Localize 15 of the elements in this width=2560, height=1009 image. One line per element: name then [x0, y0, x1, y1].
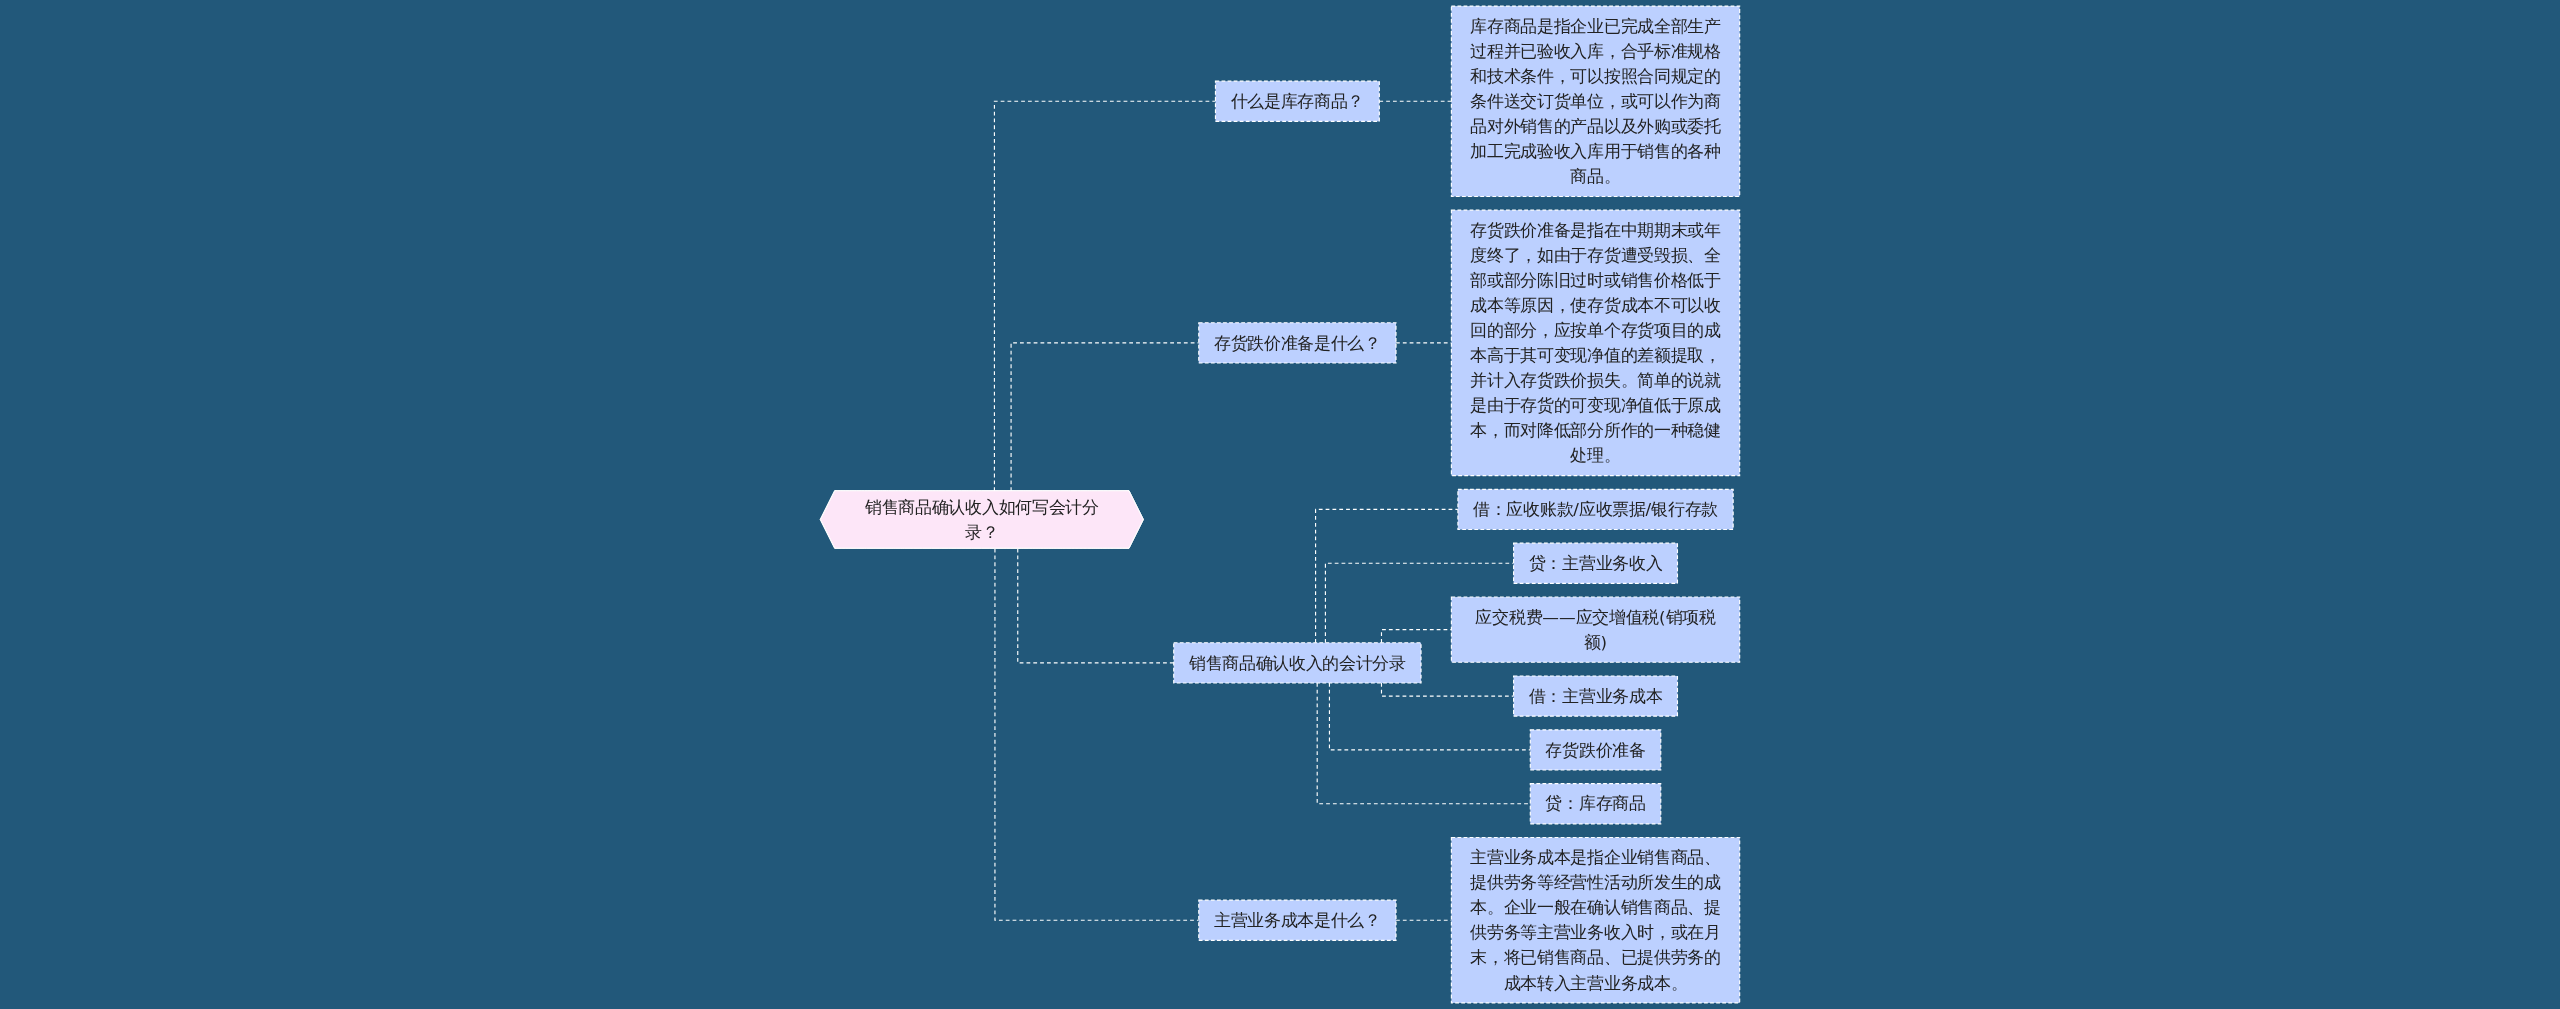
node-box: 存货跌价准备 [1529, 729, 1662, 771]
node-box: 销售商品确认收入的会计分录 [1173, 642, 1422, 684]
node-box: 主营业务成本是什么？ [1198, 899, 1397, 941]
connector [993, 100, 1216, 492]
node-box: 什么是库存商品？ [1214, 80, 1380, 122]
node-box: 应交税费——应交增值税(销项税额) [1450, 596, 1741, 663]
node-box: 主营业务成本是指企业销售商品、提供劳务等经营性活动所发生的成本。企业一般在确认销售商品、提供劳务等主营业务收入时，或在月末，将已销售商品、已提供劳务的成本转入主营业务成本。 [1450, 836, 1741, 1004]
connector [1316, 682, 1531, 805]
node-box: 贷：主营业务收入 [1513, 542, 1679, 584]
node-box: 贷：库存商品 [1529, 783, 1662, 825]
node-box: 库存商品是指企业已完成全部生产过程并已验收入库，合乎标准规格和技术条件，可以按照合同规定的条件送交订货单位，或可以作为商品对外销售的产品以及外购或委托加工完成验收入库用于销售的各种商品。 [1450, 5, 1741, 198]
node-box: 借：应收账款/应收票据/银行存款 [1457, 488, 1734, 531]
node-box: 借：主营业务成本 [1513, 675, 1679, 717]
node-box: 存货跌价准备是指在中期期末或年度终了，如由于存货遭受毁损、全部或部分陈旧过时或销售价格低于成本等原因，使存货成本不可以收回的部分，应按单个存货项目的成本高于其可变现净值的差额提取，并计入存货跌价损失。简单的说就是由于存货的可变现净值低于原成本，而对降低部分所作的一种稳健处理。 [1450, 209, 1741, 477]
node-box: 存货跌价准备是什么？ [1198, 322, 1397, 364]
